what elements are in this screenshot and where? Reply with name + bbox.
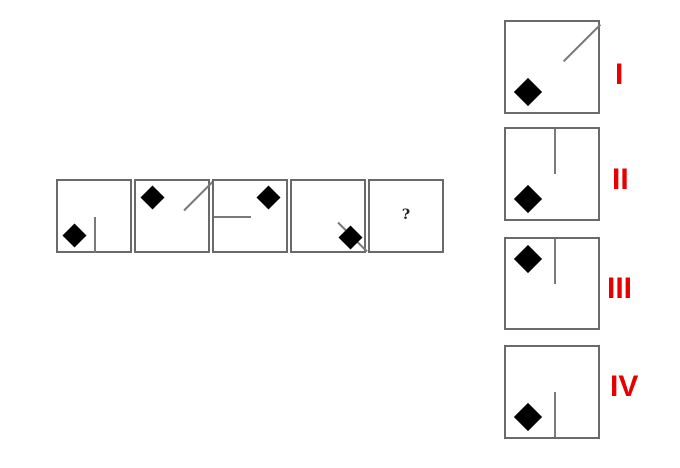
horizontal-line [214, 216, 251, 218]
option-box-3[interactable] [504, 237, 600, 330]
vertical-line [94, 217, 96, 253]
diamond-shape [338, 225, 363, 250]
vertical-line [554, 239, 556, 284]
diamond-shape [62, 223, 87, 248]
option-box-2[interactable] [504, 127, 600, 221]
option-label-4: IV [610, 370, 639, 403]
diamond-shape [513, 184, 543, 214]
question-mark: ? [401, 207, 411, 223]
option-box-1[interactable] [504, 20, 602, 114]
option-label-2: II [612, 163, 629, 196]
vertical-line [554, 392, 556, 437]
option-label-1: I [615, 58, 624, 91]
diamond-shape [256, 185, 281, 210]
vertical-line [554, 129, 556, 174]
sequence-box-3 [212, 179, 288, 253]
option-box-4[interactable] [504, 345, 600, 439]
diamond-shape [513, 244, 543, 274]
sequence-box-4 [290, 179, 368, 253]
diamond-shape [513, 402, 543, 432]
sequence-box-5: ? [368, 179, 444, 253]
sequence-box-2 [134, 179, 214, 253]
diamond-shape [140, 185, 165, 210]
diagonal-line [183, 180, 214, 212]
option-label-3: III [607, 272, 633, 305]
sequence-box-1 [56, 179, 132, 253]
diagonal-line [562, 23, 602, 63]
diamond-shape [513, 77, 543, 107]
